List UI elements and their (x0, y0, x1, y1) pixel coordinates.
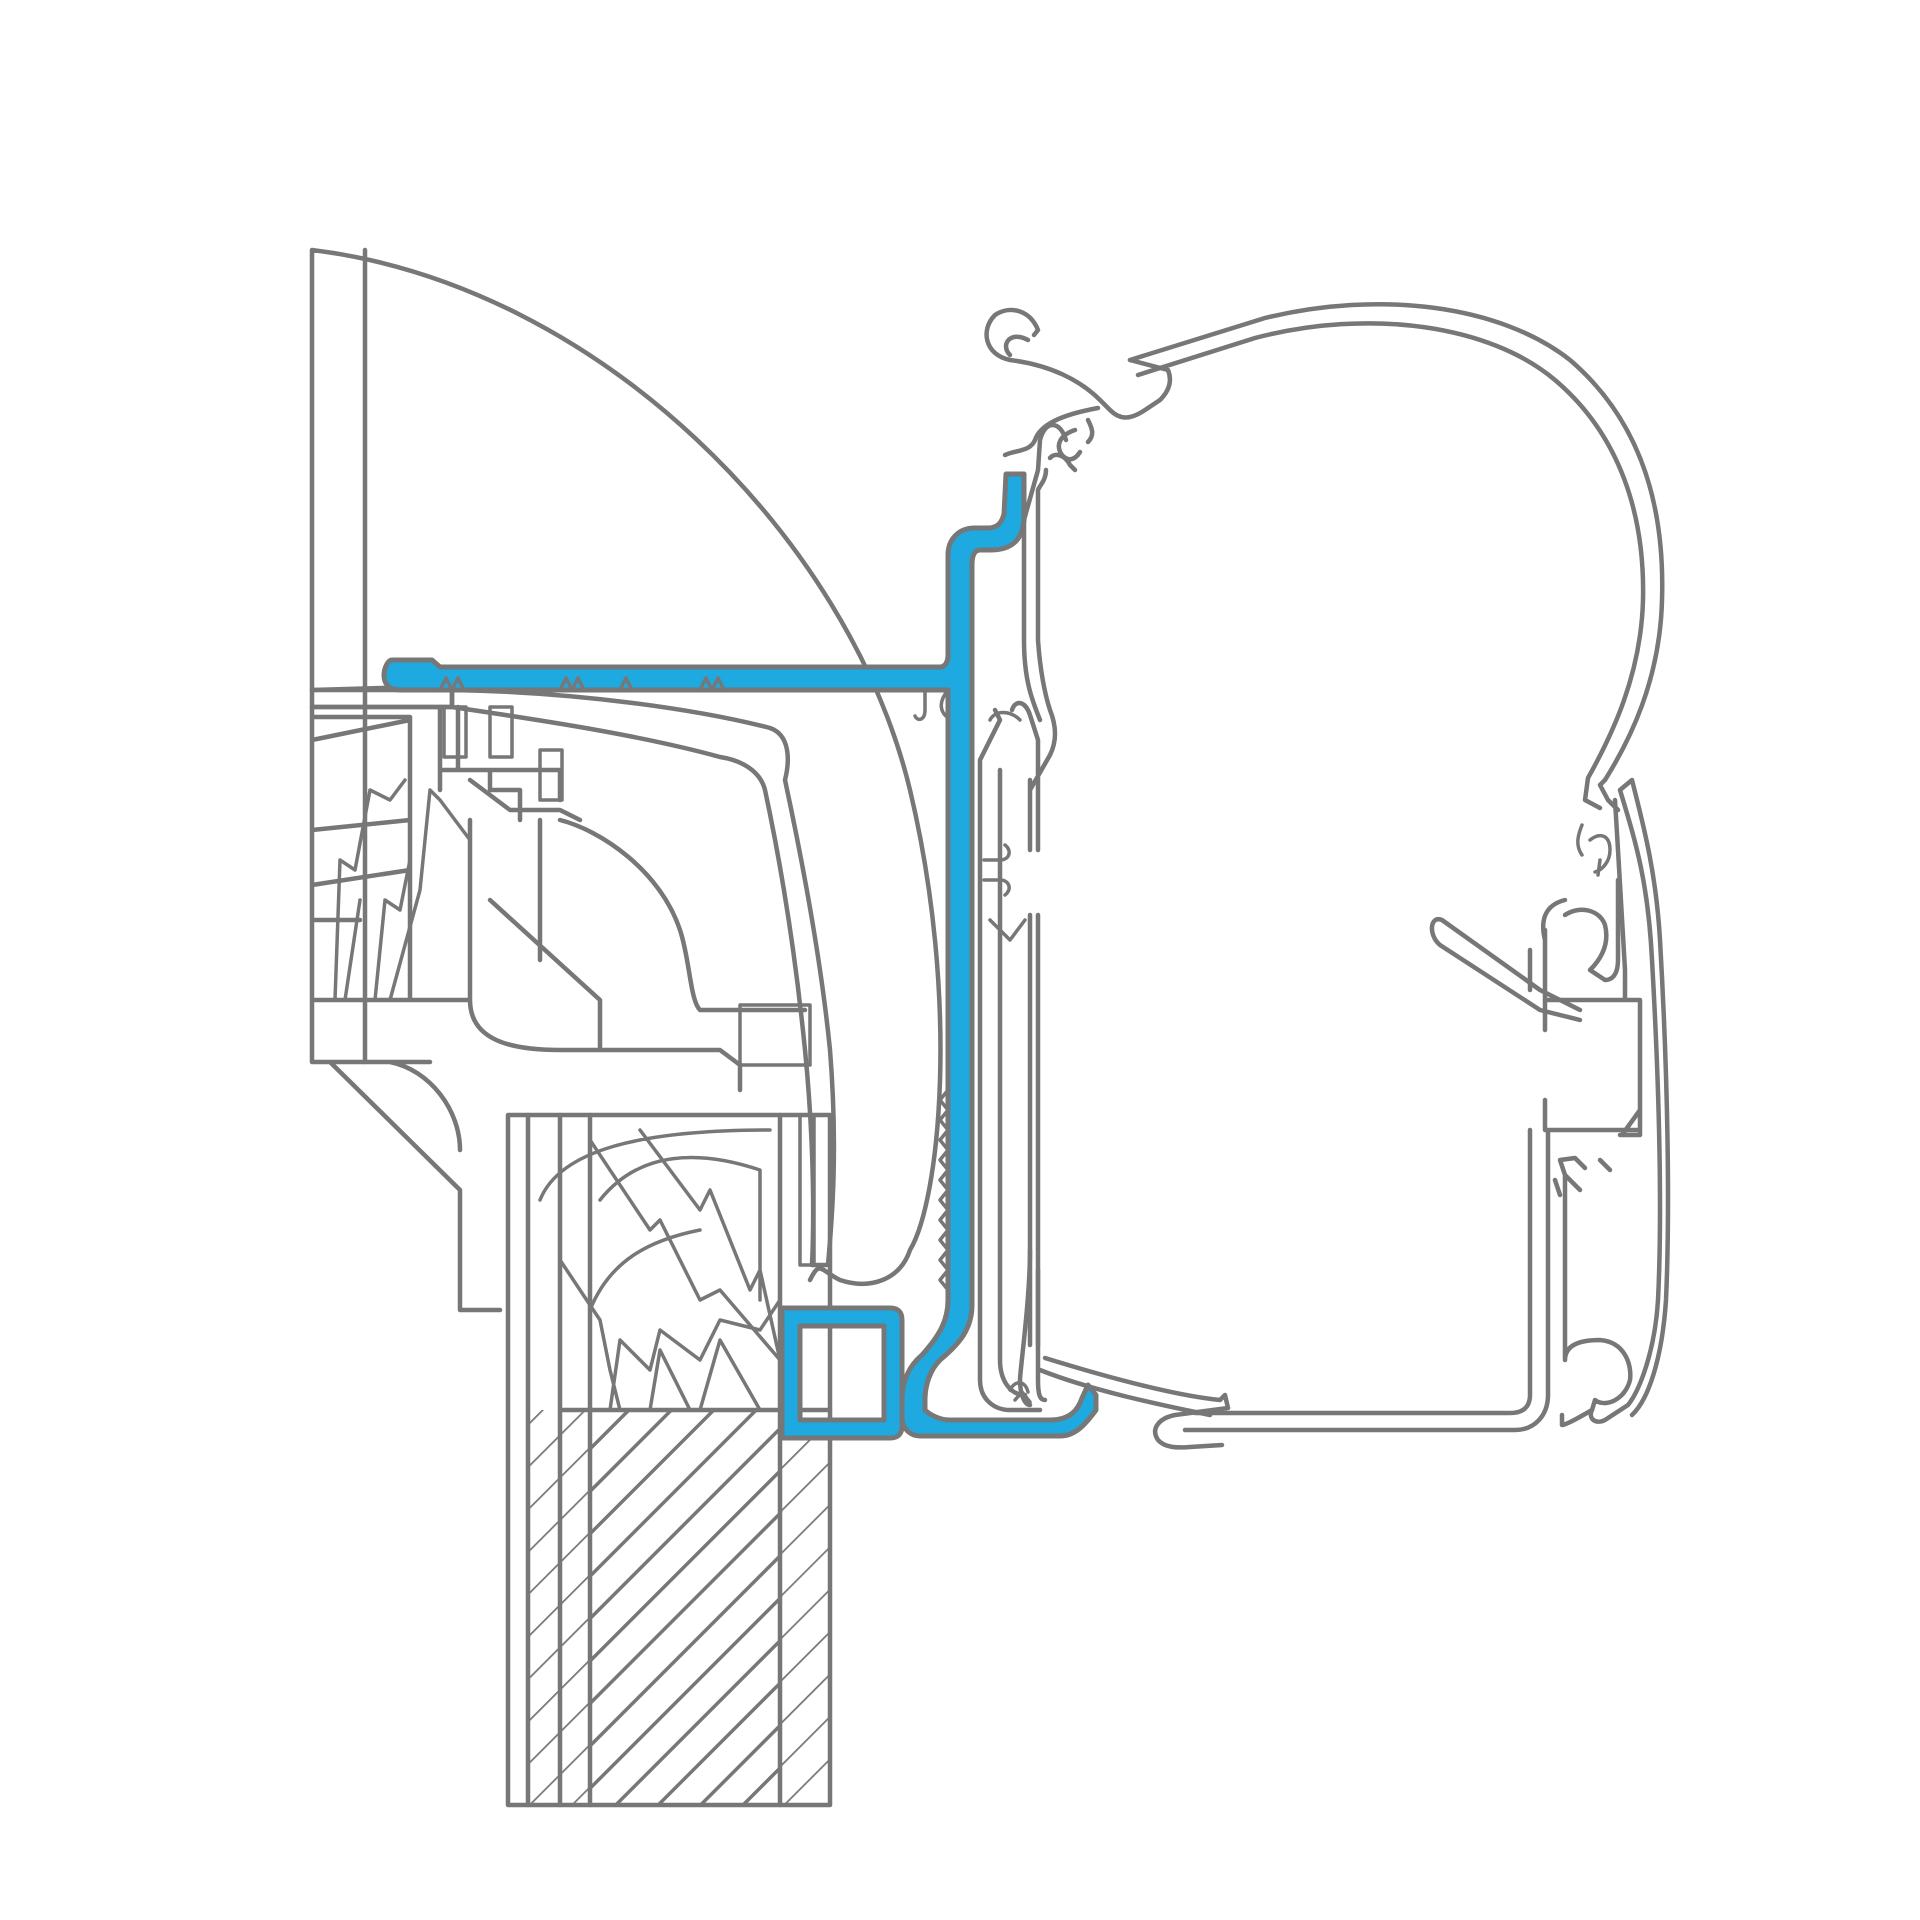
clip-interlock (1002, 405, 1101, 473)
wall-light-hatch-right (780, 1410, 830, 1805)
insulation-zigzag-lower (538, 1128, 782, 1412)
joint-hatched-1 (442, 705, 468, 759)
roof-edge-arc (309, 247, 943, 1286)
adapter-vertical-serrations (938, 1088, 950, 1292)
adapter-profile-highlighted (381, 471, 1099, 1441)
roller-clip-right (1562, 877, 1621, 983)
joint-hatched-3 (538, 748, 564, 802)
mounting-rail (977, 422, 1069, 1413)
top-clip (984, 307, 1173, 420)
adapter-square-tube (779, 1305, 905, 1441)
internal-mounting-hook (1576, 823, 1612, 877)
awning-casing-right (1588, 777, 1671, 1424)
rail-hook-upper (982, 710, 1027, 942)
rail-bottom-tip (1008, 1381, 1032, 1404)
adapter-deck-hook (913, 688, 950, 722)
roof-deck-hatched (309, 687, 455, 710)
awning-casing-inner-wall (1182, 797, 1643, 1433)
joint-hatched-4 (738, 1003, 812, 1067)
adapter-deck-teeth (438, 676, 726, 692)
wall-light-hatch-left (528, 1410, 590, 1805)
vehicle-wall-section (309, 247, 943, 1808)
adapter-profile-body (381, 471, 1099, 1439)
lower-channel (1552, 1155, 1633, 1428)
insulation-zigzag-upper (333, 778, 472, 1002)
joint-hatched-2 (488, 705, 514, 759)
fabric-slide-arm (1429, 917, 1583, 1023)
awning-cassette (977, 301, 1671, 1450)
wall-heavy-hatch (590, 1410, 780, 1805)
lower-lip (1037, 1355, 1231, 1450)
cover-bottom-hatched (798, 1113, 816, 1267)
awning-casing-outer (1127, 301, 1665, 813)
rail-bottom-curve (1017, 1247, 1048, 1408)
